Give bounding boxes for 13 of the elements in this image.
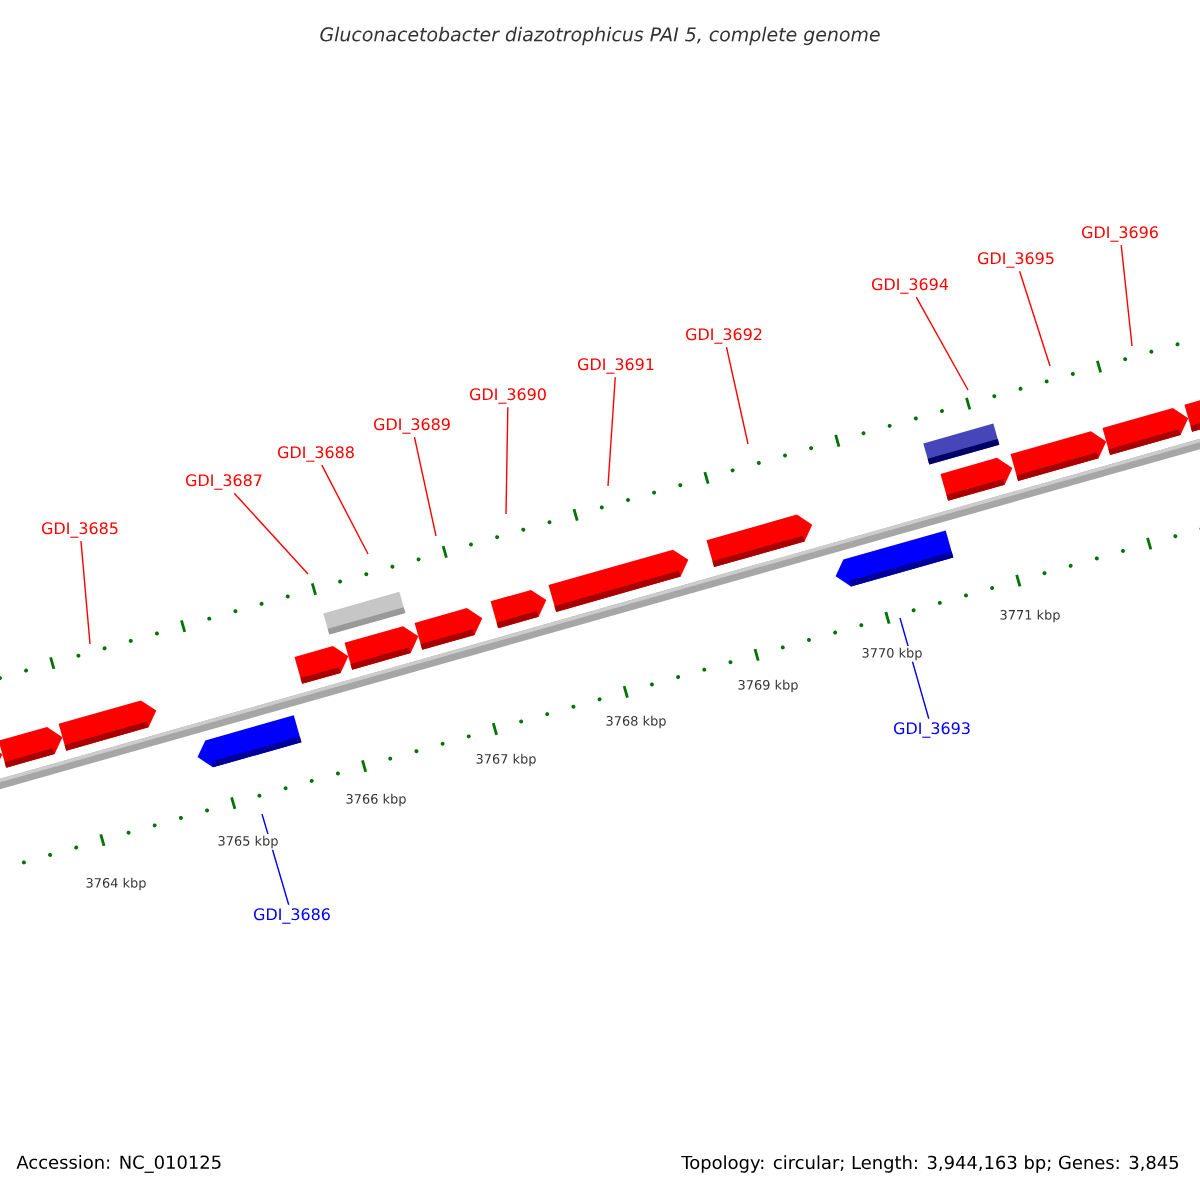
leader-line xyxy=(915,296,969,391)
leader-line xyxy=(413,436,437,537)
title: Gluconacetobacter diazotrophicus PAI 5, complete genome xyxy=(320,26,880,46)
footer-text: Accession: NC_010125 xyxy=(16,1155,221,1173)
leader-line xyxy=(607,376,616,487)
leader-line xyxy=(321,464,369,555)
leader-line xyxy=(725,346,749,445)
leader-line xyxy=(80,540,91,645)
leader-line xyxy=(1018,270,1051,367)
footer-text: Topology: circular; Length: 3,944,163 bp; Genes: 3,845 xyxy=(681,1155,1179,1173)
leader-line xyxy=(505,406,509,515)
leader-line xyxy=(1120,244,1133,347)
leader-line xyxy=(233,492,309,575)
